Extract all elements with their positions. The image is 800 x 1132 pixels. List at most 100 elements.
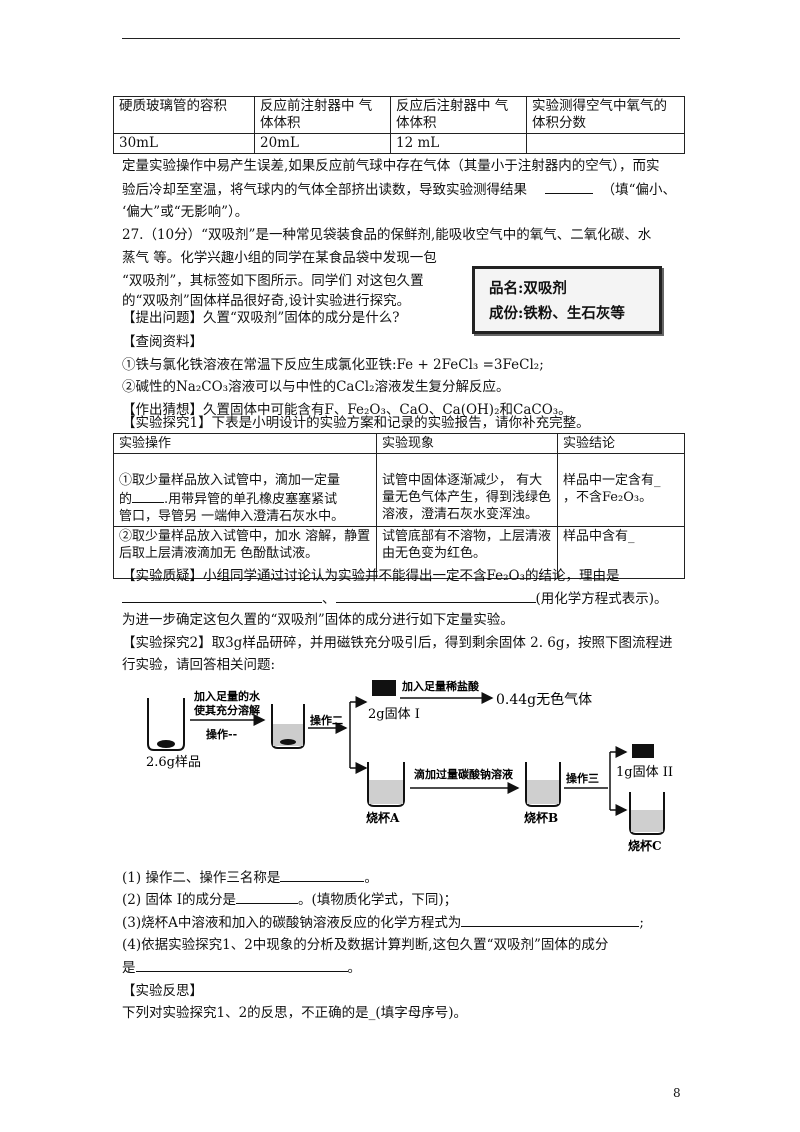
flow-label: 操作三 xyxy=(566,771,599,785)
table-header-row: 硬质玻璃管的容积 反应前注射器中 气体体积 反应后注射器中 气体体积 实验测得空… xyxy=(113,96,685,134)
beaker-c-icon xyxy=(629,792,665,835)
header-rule xyxy=(122,38,680,39)
table-header-cell: 硬质玻璃管的容积 xyxy=(113,96,255,134)
conclusion-text: 样品中一定含有_ xyxy=(563,473,661,488)
section-heading: 【实验探究1】下表是小明设计的实验方案和记录的实验报告，请你补充完整。 xyxy=(122,415,590,431)
answer-blank[interactable] xyxy=(132,489,165,503)
intro-line: ‘偏大”或“无影响”）。 xyxy=(122,204,249,220)
sample-beaker-icon xyxy=(147,698,185,751)
flow-label: 滴加过量碳酸钠溶液 xyxy=(414,767,514,781)
page-number: 8 xyxy=(673,1086,681,1100)
volume-table: 硬质玻璃管的容积 反应前注射器中 气体体积 反应后注射器中 气体体积 实验测得空… xyxy=(113,96,685,154)
question-text: (3)烧杯A中溶液和加入的碳酸钠溶液反应的化学方程式为 xyxy=(122,915,462,931)
operation-text: 的 xyxy=(119,492,133,507)
answer-blank[interactable] xyxy=(236,890,299,904)
answer-blank[interactable] xyxy=(335,589,536,603)
table-header-cell: 实验测得空气中氧气的体积分数 xyxy=(526,96,685,134)
experiment-flowchart: 2.6g样品 加入足量的水 使其充分溶解 操作-- 操作二 2g固体 I 加入足… xyxy=(140,676,700,860)
section-heading: 【查阅资料】 xyxy=(122,334,203,350)
answer-blank[interactable] xyxy=(545,180,594,194)
intro-line: 验后冷却至室温，将气球内的气体全部挤出读数，导致实验测得结果 （填“偏小、 xyxy=(122,180,676,199)
section-heading: 【作出猜想】久置固体中可能含有F、Fe₂O₃、CaO、Ca(OH)₂和CaCO₃… xyxy=(122,402,572,418)
table-row: ②取少量样品放入试管中，加水 溶解，静置后取上层清液滴加无 色酚酞试液。 试管底… xyxy=(113,526,685,579)
separator: 、 xyxy=(322,591,336,607)
table-cell: ②取少量样品放入试管中，加水 溶解，静置后取上层清液滴加无 色酚酞试液。 xyxy=(113,526,377,579)
question-text: (1) 操作二、操作三名称是 xyxy=(122,870,281,886)
flow-label: 1g固体 II xyxy=(616,765,673,780)
table-cell: 样品中一定含有_ ，不含Fe₂O₃。 xyxy=(557,453,685,527)
question-line: (4)依据实验探究1、2中现象的分析及数据计算判断,这包久置“双吸剂”固体的成分 xyxy=(122,937,609,953)
table-row: 30mL 20mL 12 mL xyxy=(113,133,685,154)
question-line: 是。 xyxy=(122,958,361,977)
product-label-image: 品名:双吸剂 成份:铁粉、生石灰等 xyxy=(472,266,662,334)
flow-label: 加入足量稀盐酸 xyxy=(401,679,480,693)
intro-text: 验后冷却至室温，将气球内的气体全部挤出读数，导致实验测得结果 xyxy=(122,182,527,198)
table-cell: 样品中含有_ xyxy=(557,526,685,579)
flow-label: 使其充分溶解 xyxy=(193,703,260,717)
flow-label: 烧杯B xyxy=(524,810,558,825)
question-text: ; xyxy=(639,915,644,931)
dissolve-beaker-icon xyxy=(271,704,305,749)
solid-sample-icon xyxy=(372,680,396,696)
table-cell: 试管中固体逐渐减少， 有大量无色气体产生，得到浅绿色溶液，澄清石灰水变浑浊。 xyxy=(376,453,558,527)
section-heading: 【提出问题】久置“双吸剂”固体的成分是什么? xyxy=(122,310,400,326)
operation-text: 管口，导管另 一端伸入澄清石灰水中。 xyxy=(119,509,345,524)
operation-text: ①取少量样品放入试管中，滴加一定量 xyxy=(119,473,341,488)
paragraph-line: 为进一步确定这包久置的“双吸剂”固体的成分进行如下定量实验。 xyxy=(122,612,514,628)
intro-line: 定量实验操作中易产生误差,如果反应前气球中存在气体（其量小于注射器内的空气），而… xyxy=(122,158,660,174)
question-line: 下列对实验探究1、2的反思，不正确的是_(填字母序号)。 xyxy=(122,1005,467,1021)
reference-item: ①铁与氯化铁溶液在常温下反应生成氯化亚铁:Fe + 2FeCl₃ =3FeCl₂… xyxy=(122,357,544,373)
table-cell: 30mL xyxy=(113,133,255,154)
answer-hint: (用化学方程式表示)。 xyxy=(535,591,668,607)
question-text: 。 xyxy=(347,960,362,976)
table-cell xyxy=(526,133,685,154)
paragraph-line: “双吸剂”，其标签如下图所示。同学们 对这包久置 xyxy=(122,273,424,289)
paragraph-line: 的“双吸剂”固体样品很好奇,设计实验进行探究。 xyxy=(122,293,411,309)
flowchart-svg: 2.6g样品 加入足量的水 使其充分溶解 操作-- 操作二 2g固体 I 加入足… xyxy=(146,679,673,853)
question-text: 。(填物质化学式，下同)； xyxy=(298,892,458,908)
table-row: ①取少量样品放入试管中，滴加一定量 的 .用带异管的单孔橡皮塞塞紧试 管口，导管另… xyxy=(113,453,685,527)
solid-sample-icon xyxy=(632,744,654,758)
question-text: 。 xyxy=(364,870,378,886)
answer-blank[interactable] xyxy=(122,589,322,603)
table-header-cell: 实验结论 xyxy=(557,433,685,454)
label-product-name: 品名:双吸剂 xyxy=(489,280,567,297)
flow-label: 2g固体 I xyxy=(368,707,420,722)
reference-item: ②碱性的Na₂CO₃溶液可以与中性的CaCl₂溶液发生复分解反应。 xyxy=(122,379,510,395)
table-header-cell: 反应后注射器中 气体体积 xyxy=(390,96,527,134)
table-header-row: 实验操作 实验现象 实验结论 xyxy=(113,433,685,454)
section-heading: 【实验反思】 xyxy=(122,983,203,999)
table-header-cell: 实验操作 xyxy=(113,433,377,454)
flow-label: 0.44g无色气体 xyxy=(496,691,592,708)
operation-text: .用带异管的单孔橡皮塞塞紧试 xyxy=(164,492,338,507)
question-27-heading: 27.（10分）“双吸剂”是一种常见袋装食品的保鲜剂,能吸收空气中的氧气、二氧化… xyxy=(122,227,652,243)
label-ingredients: 成份:铁粉、生石灰等 xyxy=(489,305,625,322)
section-heading: 【实验质疑】小组同学通过讨论认为实验并不能得出一定不含Fe₂O₃的结论，理由是 xyxy=(122,568,620,584)
question-line: (3)烧杯A中溶液和加入的碳酸钠溶液反应的化学方程式为; xyxy=(122,913,644,932)
flow-label: 烧杯A xyxy=(366,810,400,825)
table-cell: ①取少量样品放入试管中，滴加一定量 的 .用带异管的单孔橡皮塞塞紧试 管口，导管另… xyxy=(113,453,377,527)
table-cell: 试管底部有不溶物，上层清液由无色变为红色。 xyxy=(376,526,558,579)
answer-blank[interactable] xyxy=(280,868,365,882)
flow-label: 操作-- xyxy=(206,727,237,741)
paragraph-line: 行实验，请回答相关问题: xyxy=(122,657,276,673)
section-heading: 【实验探究2】取3g样品研碎，并用磁铁充分吸引后，得到剩余固体 2. 6g，按照… xyxy=(122,635,673,651)
conclusion-text: ，不含Fe₂O₃。 xyxy=(563,490,653,505)
answer-blank[interactable] xyxy=(135,958,348,972)
question-line: (1) 操作二、操作三名称是 。 xyxy=(122,868,378,887)
question-text: (2) 固体 I的成分是 xyxy=(122,892,237,908)
answer-blank[interactable] xyxy=(461,913,640,927)
flow-label: 2.6g样品 xyxy=(146,755,201,770)
experiment-report-table: 实验操作 实验现象 实验结论 ①取少量样品放入试管中，滴加一定量 的 .用带异管的… xyxy=(113,433,685,579)
beaker-a-icon xyxy=(367,762,405,807)
table-cell: 12 mL xyxy=(390,133,527,154)
flow-label: 加入足量的水 xyxy=(193,689,261,703)
question-text: 是 xyxy=(122,960,136,976)
question-line: (2) 固体 I的成分是 。(填物质化学式，下同)； xyxy=(122,890,457,909)
paragraph-line: 蒸气 等。化学兴趣小组的同学在某食品袋中发现一包 xyxy=(122,250,437,266)
table-header-cell: 实验现象 xyxy=(376,433,558,454)
table-header-cell: 反应前注射器中 气体体积 xyxy=(254,96,391,134)
flow-label: 烧杯C xyxy=(628,838,662,853)
table-cell: 20mL xyxy=(254,133,391,154)
